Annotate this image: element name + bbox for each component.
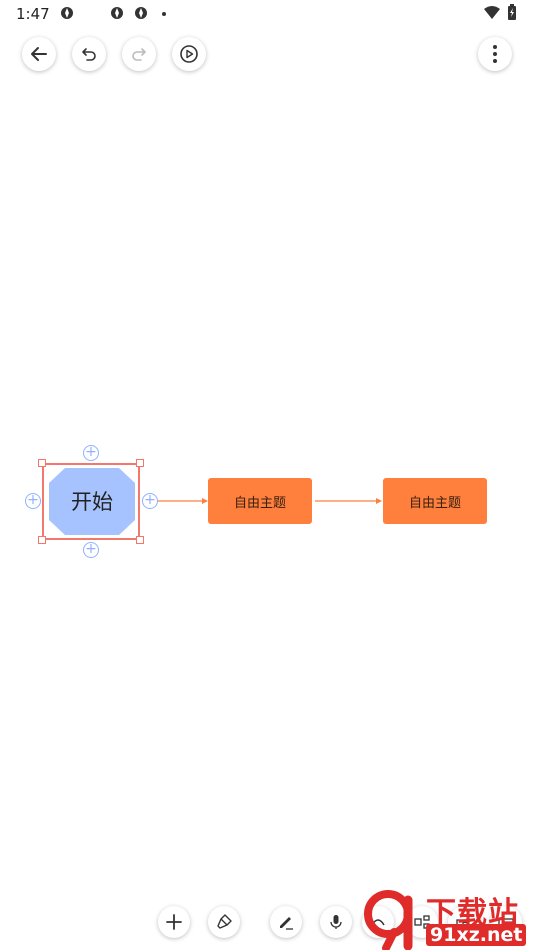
connector-arrowhead	[376, 498, 382, 504]
undo-icon	[82, 48, 96, 61]
more-vertical-icon	[493, 45, 497, 63]
battery-charging-icon	[508, 4, 516, 20]
resize-handle-top-right[interactable]	[136, 459, 144, 467]
play-circle-icon	[180, 45, 198, 63]
wifi-icon	[484, 6, 500, 19]
add-node-right-button[interactable]: +	[142, 493, 158, 509]
watermark-logo-icon	[364, 890, 413, 950]
plus-icon	[166, 914, 182, 930]
pen-button[interactable]	[270, 906, 302, 938]
microphone-icon	[330, 915, 342, 929]
redo-icon	[132, 48, 146, 61]
add-node-bottom-button[interactable]: +	[83, 542, 99, 558]
pen-icon	[280, 917, 293, 930]
status-time: 1:47	[16, 5, 50, 23]
arrow-left-icon	[31, 47, 47, 61]
play-button[interactable]	[172, 37, 206, 71]
watermark-site: 91xz.net	[426, 924, 527, 946]
topic-node[interactable]: 自由主题	[383, 478, 487, 524]
app-notification-icon	[111, 7, 123, 19]
start-node-selection[interactable]	[42, 463, 140, 540]
voice-button[interactable]	[320, 906, 352, 938]
add-node-left-button[interactable]: +	[25, 493, 41, 509]
back-button[interactable]	[22, 37, 56, 71]
format-brush-icon	[217, 914, 232, 929]
more-notifications-dot	[162, 12, 166, 16]
resize-handle-top-left[interactable]	[38, 459, 46, 467]
format-brush-button[interactable]	[208, 906, 240, 938]
resize-handle-bottom-left[interactable]	[38, 536, 46, 544]
undo-button[interactable]	[72, 37, 106, 71]
topic-node[interactable]: 自由主题	[208, 478, 312, 524]
watermark: 下载站 91xz.net	[364, 888, 534, 950]
add-button[interactable]	[158, 906, 190, 938]
redo-button[interactable]	[122, 37, 156, 71]
app-notification-icon	[135, 7, 147, 19]
app-notification-icon	[61, 7, 73, 19]
more-options-button[interactable]	[478, 37, 512, 71]
start-node-label[interactable]: 开始	[71, 490, 113, 514]
resize-handle-bottom-right[interactable]	[136, 536, 144, 544]
add-node-top-button[interactable]: +	[83, 445, 99, 461]
